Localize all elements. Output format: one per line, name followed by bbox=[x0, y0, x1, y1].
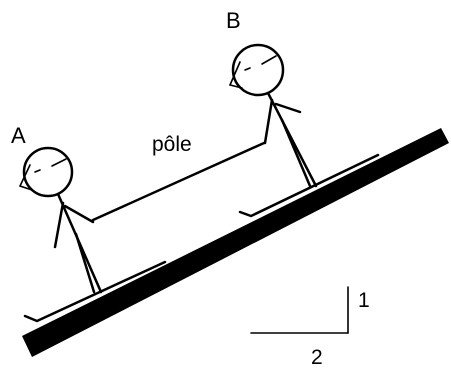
skier-b-arm-front bbox=[274, 102, 302, 114]
skier-b-body bbox=[266, 91, 318, 188]
skier-a-head bbox=[22, 146, 74, 198]
slope-surface bbox=[22, 128, 449, 357]
skier-b-arm-back bbox=[263, 98, 274, 145]
skier-a-label: A bbox=[11, 123, 26, 148]
skier-b-ski bbox=[238, 153, 380, 218]
pole-line bbox=[91, 141, 266, 222]
skier-a-hair bbox=[18, 164, 33, 191]
skier-b-leg bbox=[280, 118, 312, 188]
skier-b: B bbox=[226, 8, 380, 218]
skier-a-leg bbox=[74, 232, 96, 294]
skier-a-ski bbox=[23, 260, 167, 323]
skier-b-label: B bbox=[226, 8, 241, 33]
skier-a-arm-back bbox=[53, 201, 65, 249]
pole-label: pôle bbox=[152, 133, 192, 156]
slope-ratio-indicator: 1 2 bbox=[250, 286, 370, 369]
skier-a-eye bbox=[34, 169, 41, 173]
skier-a: A bbox=[11, 123, 167, 323]
skier-b-hair bbox=[228, 61, 243, 89]
run-label: 2 bbox=[311, 346, 323, 369]
skier-b-eye bbox=[244, 67, 251, 71]
skier-a-mouth bbox=[51, 158, 67, 167]
rise-label: 1 bbox=[358, 289, 370, 312]
skier-b-mouth bbox=[261, 55, 277, 65]
skier-a-arm-front bbox=[63, 204, 95, 224]
skier-b-head bbox=[231, 43, 285, 97]
